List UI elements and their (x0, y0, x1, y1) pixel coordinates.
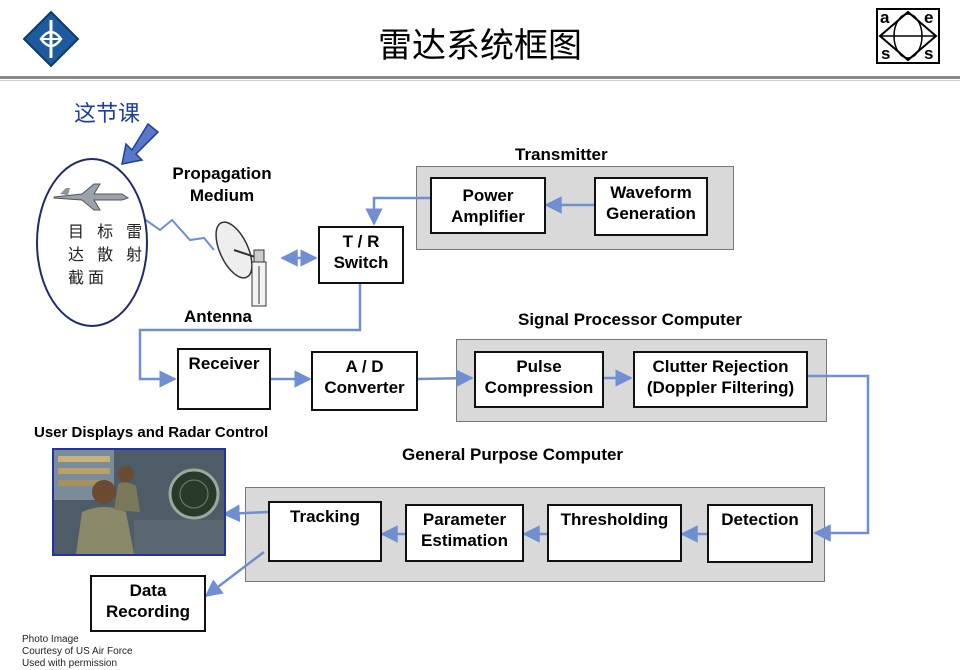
pulse-compression-text: Pulse Compression (484, 357, 594, 397)
receiver-text: Receiver (188, 354, 260, 373)
page-title: 雷达系统框图 (378, 26, 582, 66)
power-amplifier-text: Power Amplifier (451, 185, 525, 226)
general-purpose-label: General Purpose Computer (402, 445, 624, 464)
waveform-generation-block: Waveform Generation (594, 177, 708, 236)
clutter-rejection-block: Clutter Rejection (Doppler Filtering) (633, 351, 808, 408)
tr-switch-text: T / R Switch (333, 232, 389, 272)
header-rule-thin (0, 80, 960, 81)
note-this-lesson: 这节课 (74, 102, 141, 127)
ad-converter-text: A / D Converter (324, 357, 405, 397)
power-amplifier-block: Power Amplifier (430, 177, 546, 234)
antenna-dish-icon (206, 218, 282, 308)
detection-text: Detection (721, 510, 799, 529)
aes-logo: a e s s (876, 8, 940, 64)
thresholding-text: Thresholding (560, 510, 669, 529)
detection-block: Detection (707, 504, 813, 563)
note-arrow (121, 122, 160, 165)
tr-switch-block: T / R Switch (318, 226, 404, 284)
user-displays-label: User Displays and Radar Control (34, 424, 269, 441)
aes-logo-letter-e: e (924, 8, 934, 27)
ieee-logo (22, 10, 80, 68)
data-recording-block: Data Recording (90, 575, 206, 632)
propagation-medium-label: Propagation Medium (172, 164, 272, 205)
radar-operators-photo (52, 448, 226, 556)
thresholding-block: Thresholding (547, 504, 682, 562)
header-rule (0, 76, 960, 79)
parameter-estimation-block: Parameter Estimation (405, 504, 524, 562)
clutter-rejection-text: Clutter Rejection (Doppler Filtering) (646, 357, 795, 397)
pulse-compression-block: Pulse Compression (474, 351, 604, 408)
transmitter-label: Transmitter (515, 145, 608, 164)
ad-converter-block: A / D Converter (311, 351, 418, 411)
aes-logo-letter-s1: s (881, 44, 891, 63)
tracking-block: Tracking (268, 501, 382, 562)
parameter-estimation-text: Parameter Estimation (421, 510, 508, 550)
aircraft-icon (52, 182, 130, 212)
target-rcs-label: 目 标 雷 达 散 射 截面 (68, 222, 147, 287)
aes-logo-letter-a: a (880, 8, 890, 27)
signal-processor-label: Signal Processor Computer (518, 310, 742, 329)
waveform-generation-text: Waveform Generation (606, 183, 696, 223)
antenna-label: Antenna (184, 307, 252, 326)
receiver-block: Receiver (177, 348, 271, 410)
aes-logo-letter-s2: s (924, 44, 934, 63)
data-recording-text: Data Recording (105, 581, 191, 621)
tracking-text: Tracking (290, 507, 360, 526)
photo-credit: Photo Image Courtesy of US Air Force Use… (22, 634, 133, 669)
